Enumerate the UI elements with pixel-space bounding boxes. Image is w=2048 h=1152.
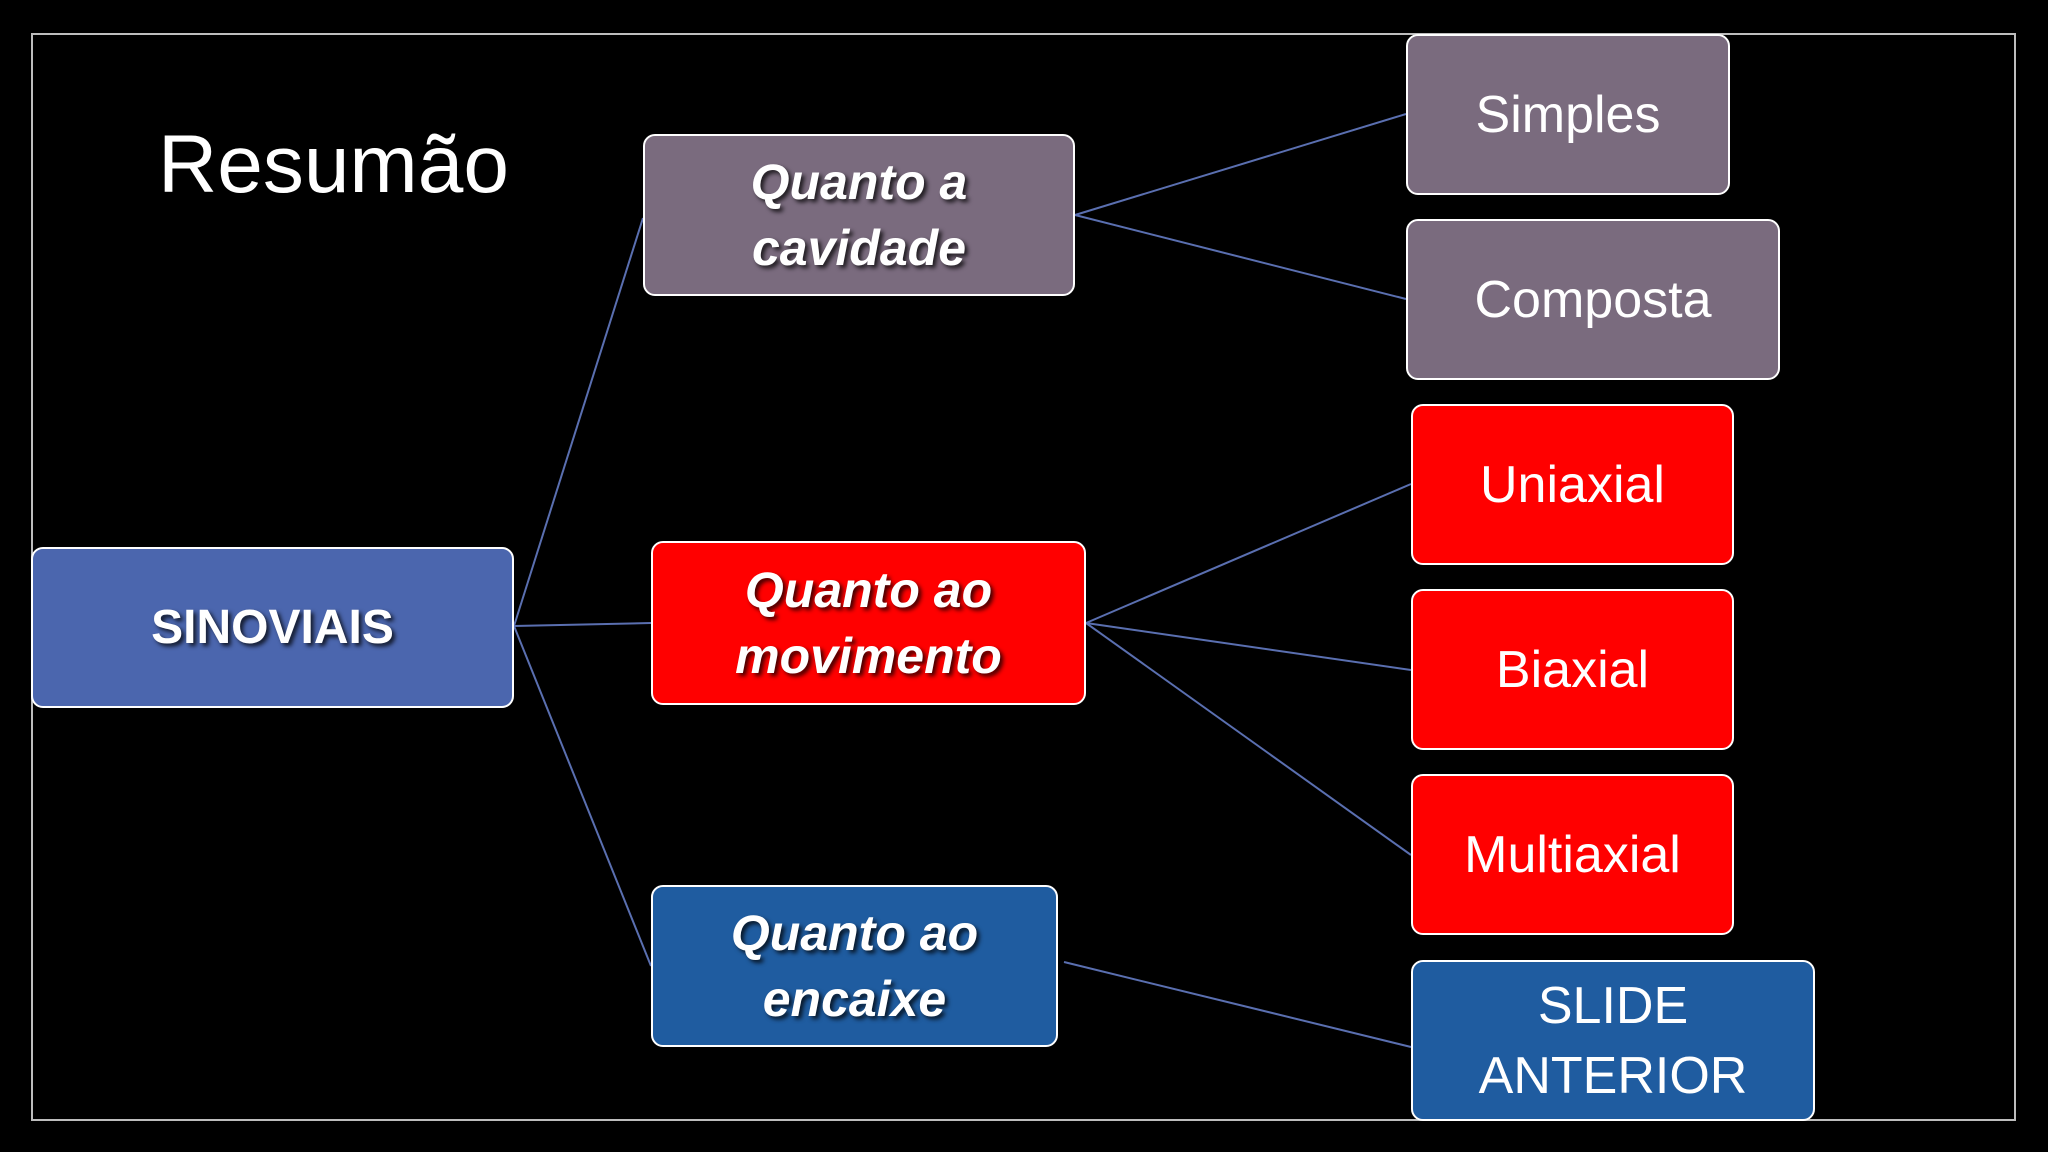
slide-title: Resumão [158,119,509,210]
connector-movimento-biaxial [1085,622,1412,671]
connector-movimento-multiaxial [1085,622,1412,856]
category-node-label: Quanto ao movimento [735,562,1002,684]
leaf-node-uniaxial: Uniaxial [1411,404,1734,565]
leaf-node-slide-anterior[interactable]: SLIDE ANTERIOR [1411,960,1815,1121]
leaf-node-label: Simples [1475,85,1661,144]
root-node-sinoviais: SINOVIAIS [31,547,514,708]
category-node-label: Quanto ao encaixe [730,905,979,1027]
connector-encaixe-slide-anterior [1063,961,1412,1048]
leaf-node-label: Multiaxial [1464,825,1681,884]
connector-root-encaixe [513,625,652,967]
category-node-movimento: Quanto ao movimento [651,541,1086,705]
connector-cavidade-simples [1074,113,1407,216]
connector-movimento-uniaxial [1085,483,1412,624]
leaf-node-label: Biaxial [1495,640,1650,699]
leaf-node-multiaxial: Multiaxial [1411,774,1734,935]
category-node-cavidade: Quanto a cavidade [643,134,1075,296]
connector-root-cavidade [513,217,644,627]
leaf-node-label: Uniaxial [1480,455,1665,514]
leaf-node-biaxial: Biaxial [1411,589,1734,750]
category-node-encaixe: Quanto ao encaixe [651,885,1058,1047]
leaf-node-label: Composta [1474,270,1712,329]
category-node-label: Quanto a cavidade [750,154,968,276]
root-node-label: SINOVIAIS [151,601,394,654]
leaf-node-simples: Simples [1406,34,1730,195]
leaf-node-composta: Composta [1406,219,1780,380]
connector-root-movimento [513,622,652,627]
leaf-node-label: SLIDE ANTERIOR [1478,976,1748,1105]
connector-cavidade-composta [1074,214,1407,300]
